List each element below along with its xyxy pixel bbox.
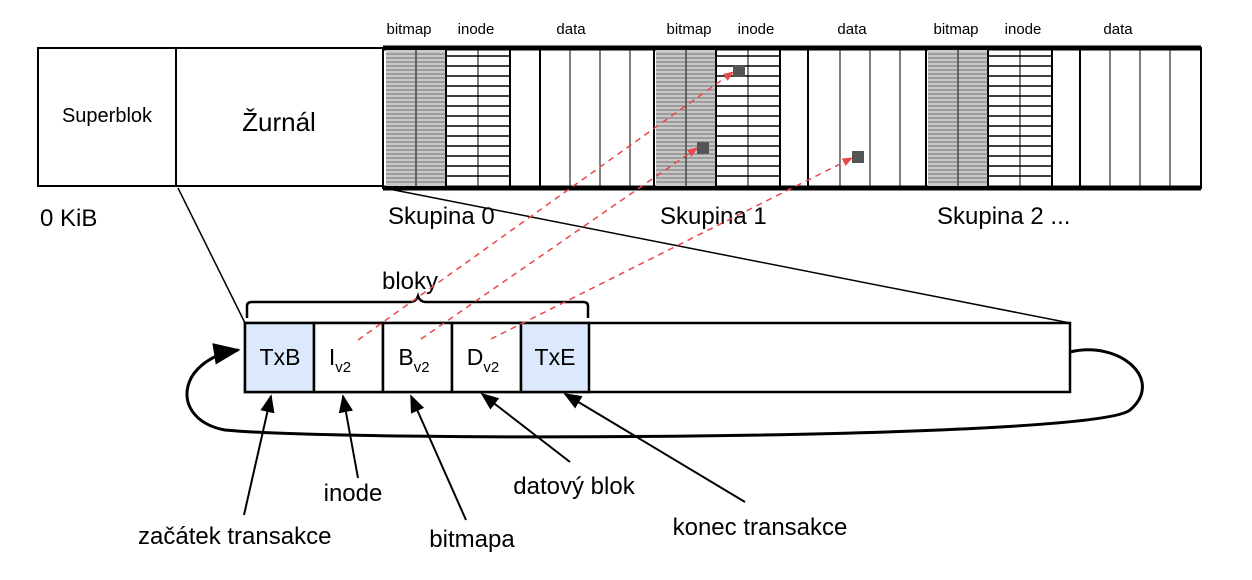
svg-text:Bv2: Bv2 (398, 344, 429, 376)
inode-annotation: inode (324, 480, 383, 507)
group-2-bitmap-header: bitmap (933, 21, 978, 38)
bitmap-hatch-lines (928, 53, 988, 183)
group-1-inode-header: inode (738, 21, 775, 38)
journal-block-txe: TxE (519, 321, 591, 394)
svg-text:TxE: TxE (535, 344, 576, 370)
svg-text:Dv2: Dv2 (467, 344, 499, 376)
blocks-brace (245, 292, 590, 318)
group-2: bitmap inode data Skupina 2 ... (928, 21, 1171, 230)
bitmap-annotation: bitmapa (429, 526, 515, 553)
bitmap-to-group1-arrow (420, 147, 698, 340)
group-0: bitmap inode data Skupina 0 (386, 21, 655, 230)
journal-box (175, 47, 384, 187)
group-1: bitmap inode data Skupina 1 (656, 21, 927, 230)
journal-block-inode: Iv2 (312, 321, 385, 394)
group-1-name: Skupina 1 (660, 203, 767, 230)
checkpoint-arrows (357, 71, 853, 341)
txb-annotation: začátek transakce (138, 523, 331, 550)
superblock-box (37, 47, 177, 187)
circular-log-arrow (185, 343, 1144, 439)
brace-label: bloky (382, 268, 438, 295)
superblock-label: Superblok (62, 105, 153, 127)
bitmap-hatch-lines (386, 53, 446, 183)
group-0-name: Skupina 0 (388, 203, 495, 230)
data-to-group1-arrow (490, 157, 853, 340)
journal-block-txb: TxB (243, 321, 316, 394)
modified-inode-marker (733, 65, 745, 77)
group-2-data-header: data (1103, 21, 1133, 38)
journal-block-data: Dv2 (450, 321, 523, 394)
svg-text:TxB: TxB (260, 344, 301, 370)
modified-bitmap-marker (697, 142, 709, 154)
modified-data-marker (852, 151, 864, 163)
journal-block-bitmap: Bv2 (381, 321, 454, 394)
groups-container (382, 47, 1202, 189)
txe-annotation: konec transakce (673, 514, 848, 541)
svg-text:Iv2: Iv2 (329, 344, 351, 376)
data-annotation: datový blok (513, 473, 635, 500)
annotations: začátek transakce inode bitmapa datový b… (138, 392, 848, 553)
journal-label: Žurnál (242, 107, 316, 137)
group-1-data-header: data (837, 21, 867, 38)
group-0-data-header: data (556, 21, 586, 38)
group-0-bitmap-header: bitmap (386, 21, 431, 38)
journal-detail: TxB Iv2 Bv2 Dv2 TxE bloky (185, 268, 1144, 439)
group-2-name: Skupina 2 ... (937, 203, 1070, 230)
zoom-line-left (177, 187, 246, 324)
group-2-inode-header: inode (1005, 21, 1042, 38)
group-1-bitmap-header: bitmap (666, 21, 711, 38)
disk-layout: Superblok Žurnál 0 KiB bitmap inode data… (37, 21, 1202, 232)
group-0-inode-header: inode (458, 21, 495, 38)
zoom-line-right (383, 187, 1071, 324)
start-offset-label: 0 KiB (40, 205, 97, 232)
